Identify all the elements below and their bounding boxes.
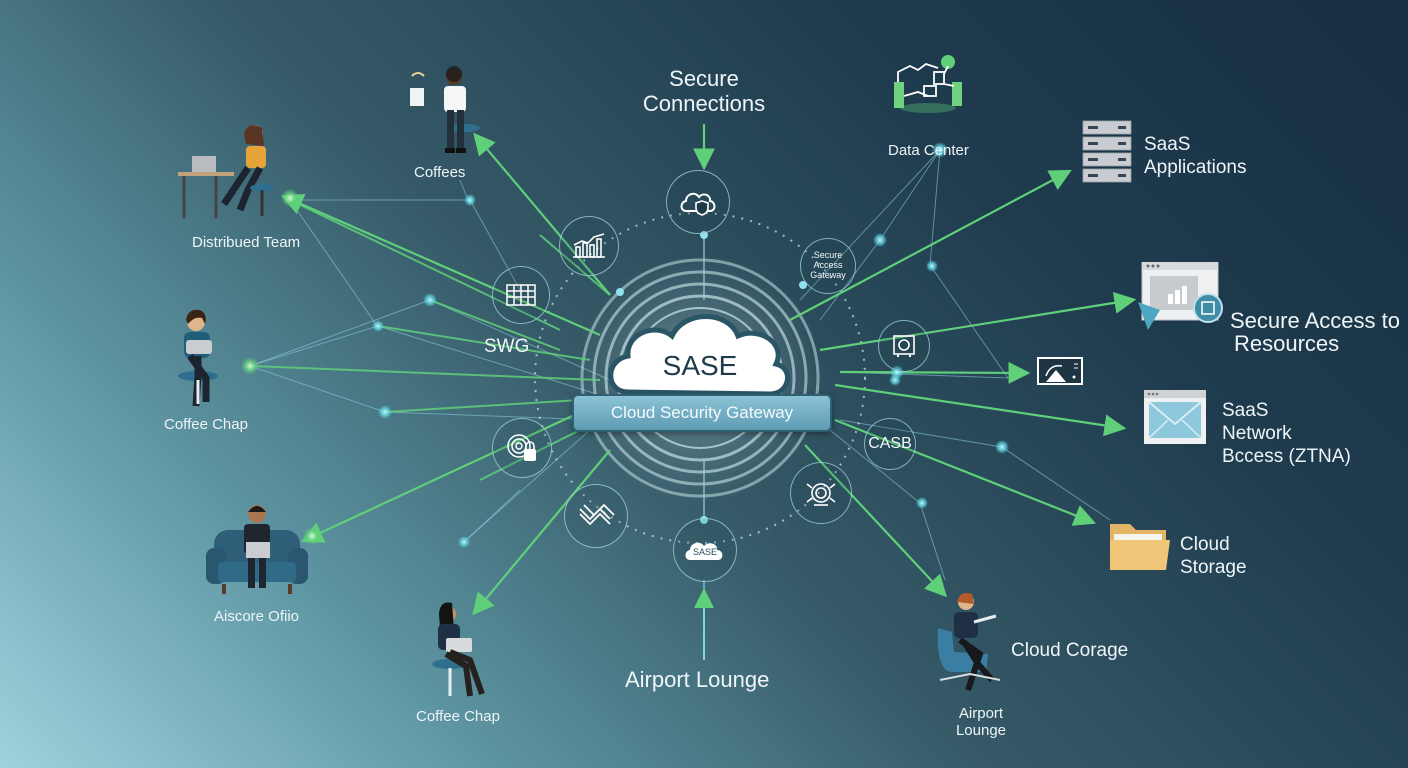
person-desk-laptop-icon <box>178 125 274 218</box>
user-coffees[interactable]: Coffees <box>404 60 484 181</box>
resource-cloud-storage[interactable]: Cloud Storage <box>1108 520 1258 580</box>
user-label: Aiscore Ofiio <box>214 608 300 625</box>
resource-secure-access[interactable]: Secure Access to Resources <box>1138 261 1400 362</box>
resource-ztna[interactable]: SaaS Network Bccess (ZTNA) <box>1142 388 1352 468</box>
safe-icon <box>893 335 915 357</box>
resource-label: Data Center <box>888 142 969 159</box>
sase-mini-node[interactable]: SASE <box>673 518 737 582</box>
resource-label-line2: Network <box>1222 423 1292 444</box>
mail-window-icon <box>1144 390 1206 444</box>
resource-label-line1: Secure Access to <box>1230 308 1400 333</box>
fingerprint-node[interactable] <box>492 418 552 478</box>
wave-filter-icon <box>579 503 615 526</box>
cloud-shield-node[interactable] <box>666 170 730 234</box>
secure-access-gateway-node[interactable]: Secure Access Gateway <box>800 238 856 294</box>
user-airport-lounge[interactable]: Airport Lounge <box>930 588 1010 738</box>
folder-icon <box>1110 524 1170 570</box>
resource-label-line1: SaaS <box>1222 400 1269 421</box>
user-coffee-chap-1[interactable]: Coffee Chap <box>164 306 248 433</box>
cloud-shield-icon <box>680 192 716 216</box>
resource-label-line1: Cloud <box>1180 534 1230 555</box>
waves-node[interactable] <box>564 484 628 548</box>
threat-node[interactable] <box>790 462 852 524</box>
safe-node[interactable] <box>878 320 930 372</box>
person-lounge-chair-icon <box>937 593 1001 691</box>
gateway-label: Cloud Security Gateway <box>610 403 794 422</box>
resource-label-line2: Storage <box>1180 557 1247 578</box>
cloud-corage-label: Cloud Corage <box>1011 640 1129 661</box>
person-coffee-icon <box>410 66 480 153</box>
user-label: Coffees <box>414 164 466 181</box>
cloud-security-gateway-button[interactable]: Cloud Security Gateway <box>572 394 832 432</box>
resource-label-line3: Bccess (ZTNA) <box>1222 446 1351 467</box>
sase-title: SASE <box>662 350 738 381</box>
data-center-icon <box>894 55 962 113</box>
user-coffee-chap-2[interactable]: Coffee Chap <box>416 600 502 725</box>
server-rack-icon <box>1082 120 1132 183</box>
user-label: Coffee Chap <box>164 416 248 433</box>
resource-saas-applications[interactable]: SaaS Applications <box>1082 120 1262 184</box>
swg-label: SWG <box>484 336 530 357</box>
user-distributed-team[interactable]: Distribued Team <box>176 120 300 251</box>
threat-bot-icon <box>806 483 836 506</box>
user-label: Coffee Chap <box>416 708 500 725</box>
user-label: Distribued Team <box>192 234 301 251</box>
user-label: Airport Lounge <box>955 705 1007 739</box>
bar-chart-icon <box>573 233 605 258</box>
firewall-node[interactable] <box>492 266 550 324</box>
person-sofa-laptop-icon <box>206 505 308 594</box>
mini-cloud-icon <box>685 542 723 560</box>
sase-mini-label: SASE <box>692 547 717 557</box>
firewall-grid-icon <box>506 284 536 306</box>
analytics-node[interactable] <box>559 216 619 276</box>
person-chair-laptop-icon <box>178 309 218 407</box>
user-sofa-office[interactable]: Aiscore Ofiio <box>204 500 310 625</box>
airport-lounge-bottom-label: Airport Lounge <box>625 667 770 692</box>
fingerprint-lock-icon <box>507 434 536 461</box>
resource-data-center[interactable]: Data Center <box>888 52 978 159</box>
resource-label-line1: SaaS <box>1144 134 1191 155</box>
resource-media[interactable] <box>1036 356 1084 388</box>
resource-label-line2: Applications <box>1144 157 1247 178</box>
image-frame-icon <box>1037 357 1083 385</box>
casb-node[interactable]: CASB <box>864 418 916 470</box>
person-stool-laptop-icon <box>432 602 485 697</box>
secure-connections-label: Secure Connections <box>642 66 766 117</box>
browser-chart-icon <box>1138 261 1223 330</box>
resource-label-line2: Resources <box>1234 331 1340 356</box>
